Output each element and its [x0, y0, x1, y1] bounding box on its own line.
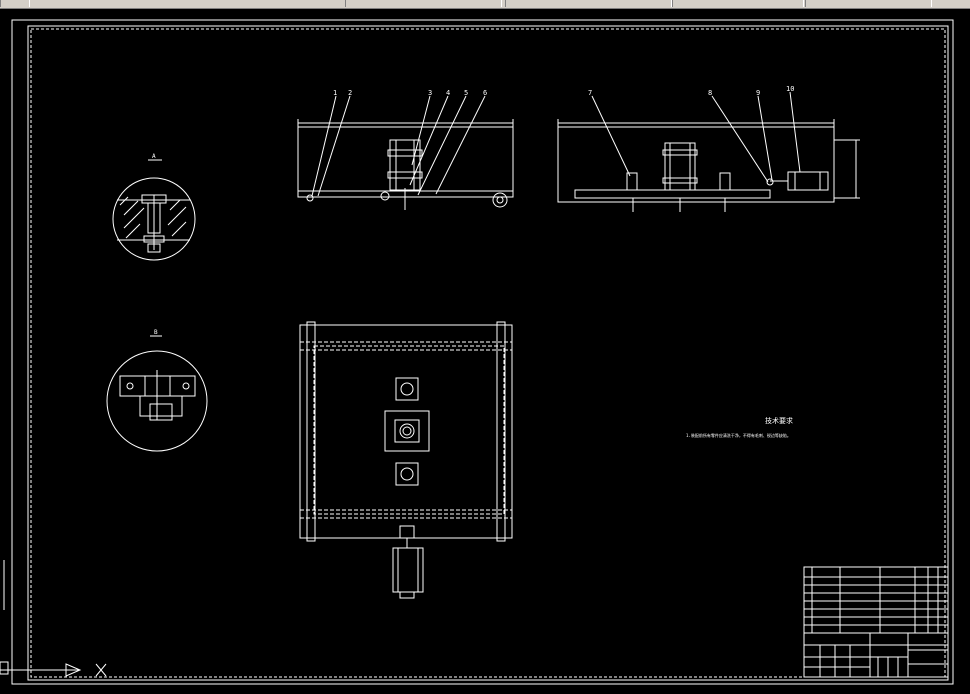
toolbar-button[interactable]	[0, 0, 30, 7]
balloon-label: 8	[708, 89, 712, 97]
balloon-label: 9	[756, 89, 760, 97]
layer-dropdown[interactable]	[345, 0, 502, 7]
front-view	[297, 95, 514, 210]
balloon-label: 6	[483, 89, 487, 97]
side-view	[557, 91, 860, 212]
balloon-label: 4	[446, 89, 450, 97]
balloon-label: 7	[588, 89, 592, 97]
front-balloons: 1 2 3 4 5 6	[333, 89, 487, 97]
balloon-label: 1	[333, 89, 337, 97]
sheet-outer-border	[11, 19, 954, 685]
lineweight-dropdown[interactable]	[805, 0, 932, 7]
section-view-b	[106, 335, 208, 452]
balloon-label: 5	[464, 89, 468, 97]
section-view-a	[112, 159, 196, 261]
balloon-label: 3	[428, 89, 432, 97]
title-block	[803, 566, 949, 678]
sheet-dashed-border	[30, 28, 946, 678]
balloon-label: 10	[786, 85, 794, 93]
sheet-inner-border	[27, 25, 949, 681]
linetype-dropdown[interactable]	[672, 0, 804, 7]
color-dropdown[interactable]	[505, 0, 672, 7]
side-balloons: 7 8 9 10	[588, 85, 794, 97]
section-label-b: B	[154, 329, 158, 336]
drawing-canvas[interactable]: 1 2 3 4 5 6	[0, 8, 970, 694]
ucs-icon	[0, 560, 107, 677]
tech-requirements-note: 1.装配前所有零件应清洗干净，不得有毛刺、锐边等缺陷。	[686, 432, 791, 438]
section-label-a: A	[152, 153, 156, 160]
tech-requirements-title: 技术要求	[765, 416, 793, 425]
application-toolbar-strip	[0, 0, 970, 9]
balloon-label: 2	[348, 89, 352, 97]
top-view	[299, 321, 513, 599]
